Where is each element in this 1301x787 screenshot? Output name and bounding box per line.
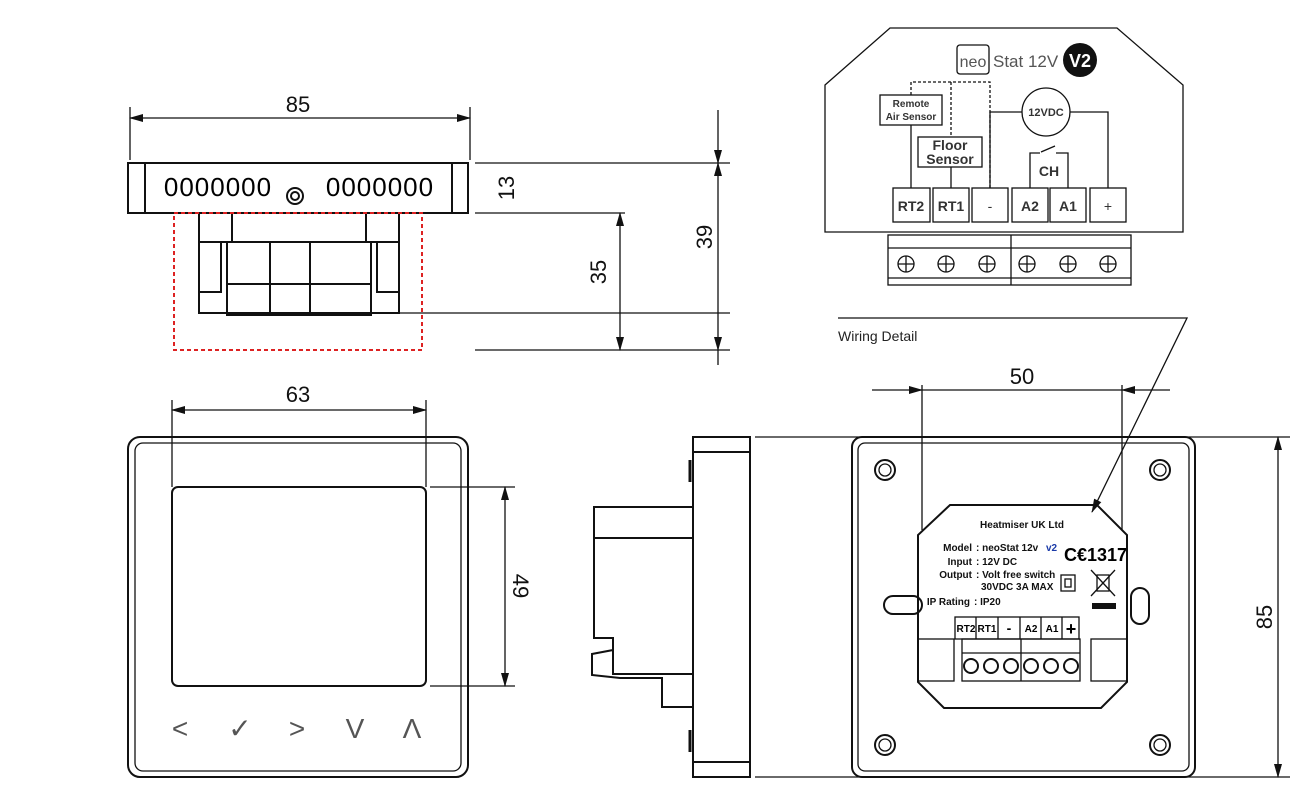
label-terminal: RT2 xyxy=(957,624,976,635)
vent-right: 0000000 xyxy=(326,172,434,202)
top-view: 85 0000000 0000000 13 35 39 xyxy=(127,92,730,365)
ce-mark: C€1317 xyxy=(1064,545,1127,565)
terminal-block xyxy=(887,234,1132,286)
label-model-value: : neoStat 12v xyxy=(976,543,1039,554)
brand-neo: neo xyxy=(960,54,987,71)
double-insulation-icon xyxy=(1060,574,1076,592)
weee-bin-icon xyxy=(1090,569,1116,597)
floor-sensor-label: Floor xyxy=(933,137,969,153)
label-terminal: A2 xyxy=(1025,624,1038,635)
dim-35-label: 35 xyxy=(586,260,611,284)
back-view: 50 85 Heatmiser UK Ltd Model : neoStat 1… xyxy=(851,364,1282,778)
dim-63-label: 63 xyxy=(286,382,310,407)
button-icon xyxy=(286,187,304,205)
up-button[interactable]: Λ xyxy=(403,713,422,744)
wiring-terminal: - xyxy=(988,198,993,214)
label-ip-value: : IP20 xyxy=(974,597,1001,608)
confirm-button[interactable]: ✓ xyxy=(228,713,251,744)
recess-outline xyxy=(173,212,423,351)
back-body xyxy=(198,212,400,316)
label-output-key: Output xyxy=(939,570,972,581)
label-terminal: + xyxy=(1066,619,1077,639)
dim-85-label: 85 xyxy=(286,92,310,117)
wiring-terminal: + xyxy=(1104,198,1112,214)
label-model-key: Model xyxy=(943,543,972,554)
wiring-detail: neo Stat 12V V2 Remote Air Sensor Floor … xyxy=(824,27,1189,513)
ch-label: CH xyxy=(1039,163,1059,179)
brand-model: Stat 12V xyxy=(993,52,1059,71)
label-input-key: Input xyxy=(948,557,973,568)
right-button[interactable]: > xyxy=(289,713,305,744)
label-output-rating: 30VDC 3A MAX xyxy=(981,582,1054,593)
dim-49-label: 49 xyxy=(508,574,533,598)
power-label: 12VDC xyxy=(1028,107,1064,119)
floor-sensor-label: Sensor xyxy=(926,151,974,167)
remote-sensor-label: Remote xyxy=(893,99,930,110)
mounting-slot xyxy=(1130,587,1150,625)
vent-left: 0000000 xyxy=(164,172,272,202)
display-screen xyxy=(171,486,427,687)
front-view: 63 49 < ✓ > V Λ xyxy=(127,382,533,778)
label-maker: Heatmiser UK Ltd xyxy=(980,520,1064,531)
label-output-value: : Volt free switch xyxy=(976,570,1055,581)
label-ip-key: IP Rating xyxy=(927,597,970,608)
wiring-terminal: A1 xyxy=(1059,198,1077,214)
wiring-terminal: A2 xyxy=(1021,198,1039,214)
mounting-slot xyxy=(883,595,923,615)
dim-50-label: 50 xyxy=(1010,364,1034,389)
down-button[interactable]: V xyxy=(346,713,365,744)
dim-39-label: 39 xyxy=(692,225,717,249)
remote-sensor-label: Air Sensor xyxy=(886,112,937,123)
front-frame xyxy=(127,436,469,778)
wiring-terminal: RT2 xyxy=(898,198,925,214)
wiring-detail-caption: Wiring Detail xyxy=(838,328,917,344)
product-label xyxy=(917,504,1128,709)
wiring-terminal: RT1 xyxy=(938,198,965,214)
dim-13-label: 13 xyxy=(494,176,519,200)
brand-version: V2 xyxy=(1069,51,1091,71)
left-button[interactable]: < xyxy=(172,713,188,744)
side-view xyxy=(591,436,751,778)
label-terminal: A1 xyxy=(1046,624,1059,635)
label-terminal: - xyxy=(1007,620,1012,636)
label-terminal: RT1 xyxy=(978,624,997,635)
label-model-version: v2 xyxy=(1046,543,1058,554)
dim-85-vertical-label: 85 xyxy=(1252,605,1277,629)
label-input-value: : 12V DC xyxy=(976,557,1017,568)
